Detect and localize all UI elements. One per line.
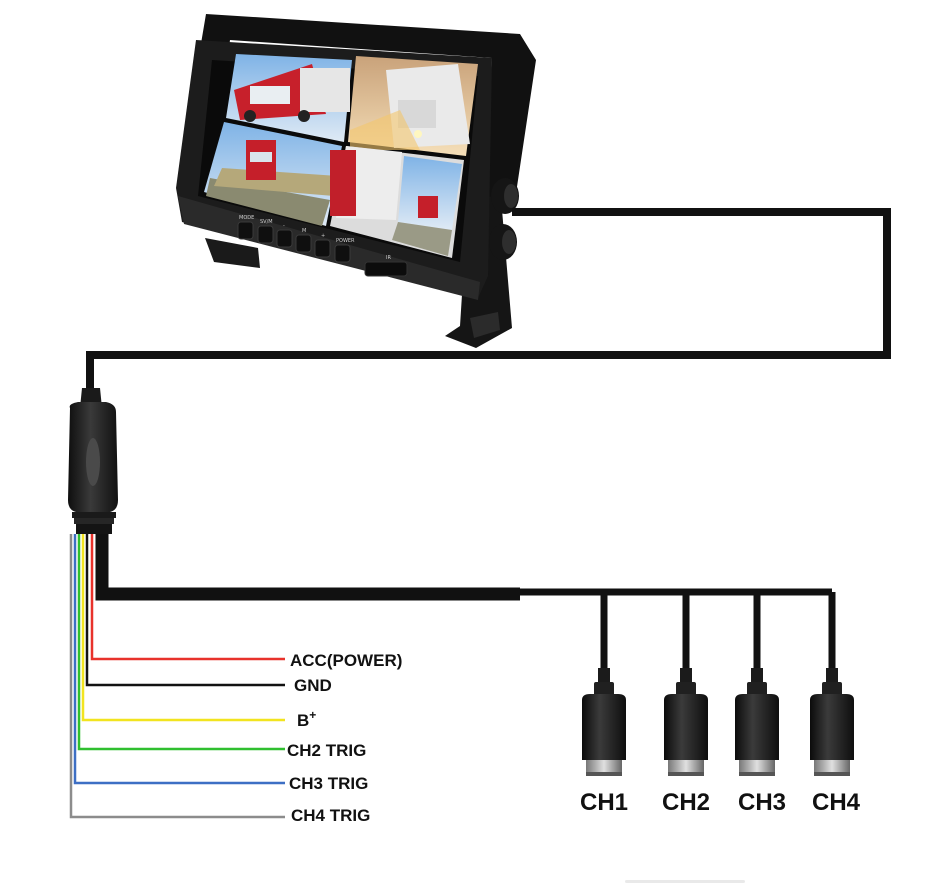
camera-label-ch2: CH2 [662,789,710,816]
wire-acc-power [90,534,285,661]
wire-label-ch2-trig: CH2 TRIG [287,741,366,760]
wire-ch3-trig [73,534,285,785]
camera-connector-ch2[interactable] [664,668,708,776]
minus-button-label: - [283,223,285,229]
trigger-wires [69,534,285,819]
main-cable [86,208,891,601]
monitor-button-row: MODE SV/M - M + POWER [237,215,355,263]
monitor-screen [198,54,478,262]
camera-label-ch4: CH4 [812,789,861,816]
power-button-label: POWER [336,238,355,244]
wire-label-b-plus: B+ [297,708,316,730]
bracket-knob-icon[interactable] [491,178,519,214]
sv-m-button-label: SV/M [260,219,273,225]
plus-button[interactable]: + [314,233,331,258]
wire-ch4-trig [69,534,285,819]
wire-label-ch3-trig: CH3 TRIG [289,774,368,793]
inline-connector [68,388,118,534]
wire-labels: ACC(POWER) GND B+ CH2 TRIG CH3 TRIG CH4 … [287,651,402,825]
m-button-label: M [302,228,306,234]
wire-label-gnd: GND [294,676,332,695]
screen-tile-3 [204,122,342,226]
minus-button[interactable]: - [276,223,293,248]
ir-label: IR [386,255,391,261]
camera-connector-ch1[interactable] [582,668,626,776]
wire-label-ch4-trig: CH4 TRIG [291,806,370,825]
camera-branches [600,592,836,670]
camera-connector-ch3[interactable] [735,668,779,776]
m-button[interactable]: M [295,228,312,253]
screen-tile-2 [348,56,478,156]
reflection-mark [625,880,745,883]
camera-connectors [582,668,854,776]
camera-label-ch3: CH3 [738,789,786,816]
wire-b-plus [81,534,285,722]
mode-button[interactable]: MODE [237,215,254,240]
power-button[interactable]: POWER [334,238,355,263]
plus-button-label: + [321,233,325,239]
sv-m-button[interactable]: SV/M [257,219,274,244]
camera-labels: CH1 CH2 CH3 CH4 [580,789,861,816]
camera-label-ch1: CH1 [580,789,628,816]
ir-sensor: IR [364,255,408,277]
screen-tile-1 [226,54,352,142]
screen-tile-4 [330,146,464,258]
bracket-knob-icon[interactable] [489,224,517,260]
monitor: MODE SV/M - M + POWER [176,14,536,348]
mode-button-label: MODE [239,215,254,221]
wire-label-b-plus-superscript: + [309,708,316,722]
wire-label-acc-power: ACC(POWER) [290,651,402,670]
wire-ch2-trig [77,534,285,751]
wire-gnd [85,534,285,687]
camera-connector-ch4[interactable] [810,668,854,776]
